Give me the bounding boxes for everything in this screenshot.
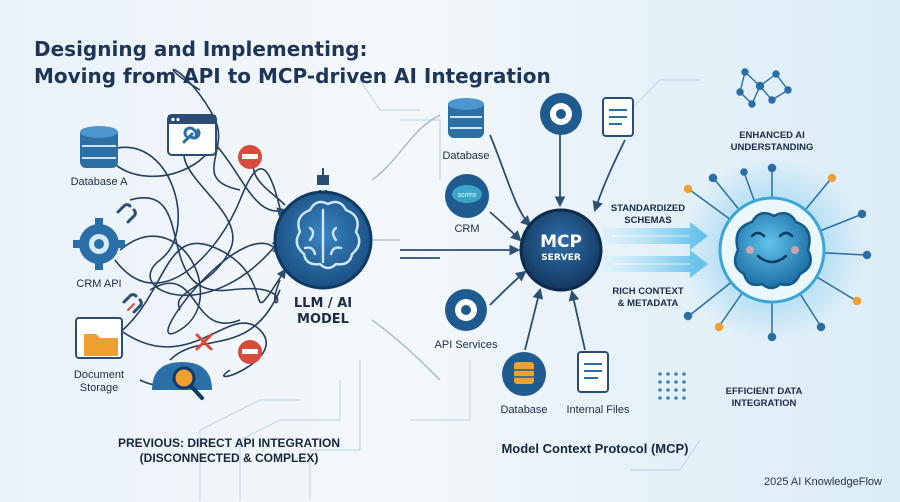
mcp-connections [400,128,626,351]
dot-grid-icon [658,372,686,400]
llm-model-label: LLM / AI MODEL [293,296,353,327]
folder-icon [75,317,123,359]
crm-cloud-icon [445,174,489,218]
llm-brain-icon [273,190,373,290]
database-bottom-icon [502,352,546,396]
crm-gear-icon [73,218,125,270]
standardized-schemas-label: STANDARDIZED SCHEMAS [610,203,686,226]
error-icon [195,333,213,351]
blocked-icon [238,145,262,169]
crm-label: CRM [454,223,480,235]
document-storage-label: Document Storage [73,369,125,394]
page-title: Designing and Implementing: Moving from … [34,36,551,90]
previous-integration-caption: PREVIOUS: DIRECT API INTEGRATION (DISCON… [117,436,340,465]
document-icon [602,97,634,137]
database-bottom-label: Database [500,404,548,416]
title-line-1: Designing and Implementing: [34,37,368,61]
efficient-integration-label: EFFICIENT DATA INTEGRATION [725,386,803,409]
mcp-caption: Model Context Protocol (MCP) [501,441,689,456]
crm-logo-text: scrms [457,192,477,199]
api-gear-icon [445,289,487,331]
user-search-icon [152,362,212,400]
database-icon [448,98,484,138]
broken-link-icon [116,203,137,224]
transition-lines [371,114,441,381]
blocked-icon [238,340,262,364]
internal-files-label: Internal Files [566,404,630,416]
settings-gear-icon [540,93,582,135]
crm-api-label: CRM API [76,278,122,290]
database-a-icon [80,126,118,168]
footer-credit: 2025 AI KnowledgeFlow [763,476,882,488]
database-a-label: Database A [70,176,128,188]
network-graph-icon [736,68,792,108]
enhanced-brain [680,158,872,342]
internal-files-icon [577,351,609,393]
mcp-server-title: MCP [540,232,582,252]
browser-link-icon [167,114,217,156]
rich-context-label: RICH CONTEXT & METADATA [612,286,684,309]
mcp-server-node [519,208,603,292]
circuit-lines [199,79,701,500]
database-top-label: Database [442,150,490,162]
api-services-label: API Services [434,339,498,351]
mcp-server-subtitle: SERVER [541,253,581,263]
enhanced-understanding-label: ENHANCED AI UNDERSTANDING [730,130,814,153]
title-line-2: Moving from API to MCP-driven AI Integra… [34,64,551,88]
tangled-connections [109,68,289,387]
broken-link-icon [122,293,143,314]
